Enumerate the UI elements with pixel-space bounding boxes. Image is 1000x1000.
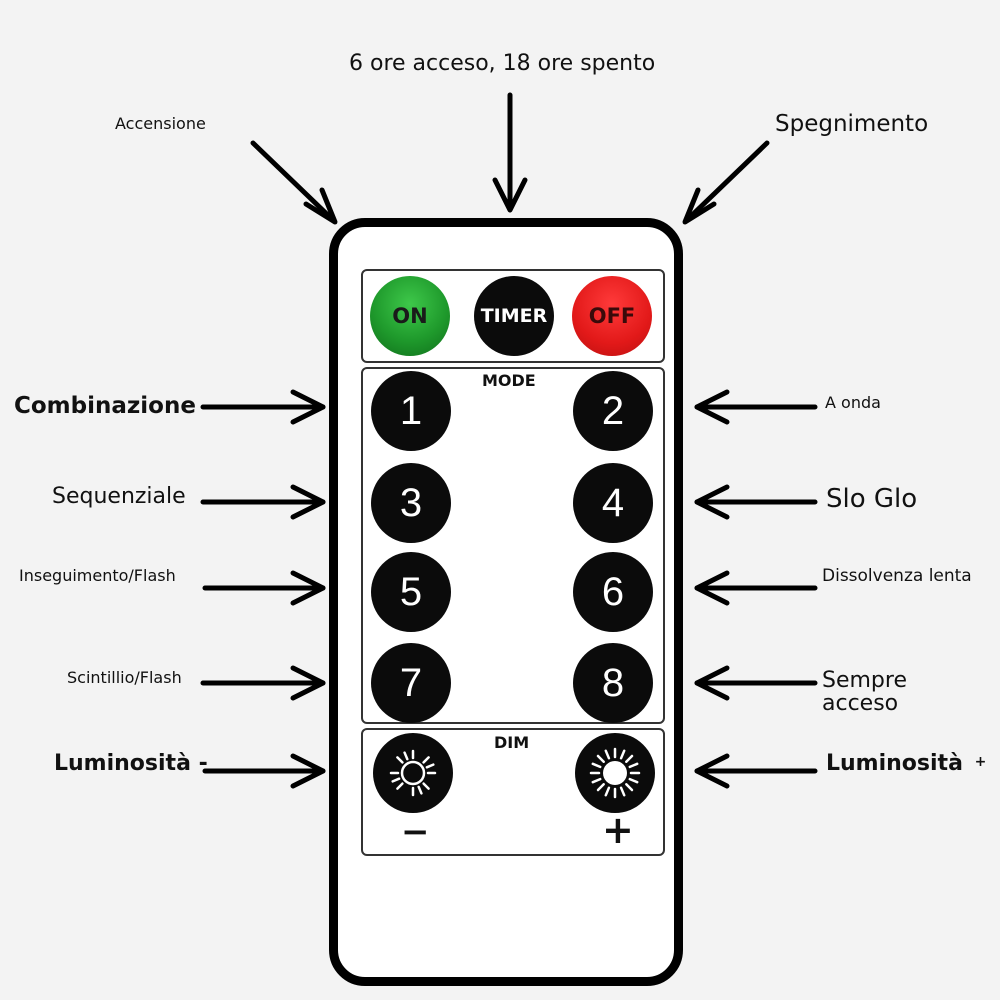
timer-callout-label: 6 ore acceso, 18 ore spento <box>349 51 656 76</box>
arrow-icon-mode7 <box>200 665 326 701</box>
dim-minus-label: Luminosità - <box>54 751 208 776</box>
dim-plus-label-text: Luminosità <box>826 751 963 776</box>
arrow-icon-on <box>250 140 338 225</box>
mode-title: MODE <box>482 371 536 390</box>
timer-button[interactable]: TIMER <box>474 276 554 356</box>
mode-button-3[interactable]: 3 <box>371 463 451 543</box>
on-callout-label: Accensione <box>115 114 206 133</box>
dim-minus-button[interactable] <box>373 733 453 813</box>
off-callout-label: Spegnimento <box>775 111 929 137</box>
mode2-label: A onda <box>825 393 881 412</box>
dim-title: DIM <box>494 733 530 752</box>
arrow-icon-mode4 <box>694 484 818 520</box>
dim-plus-label-mark: + <box>974 754 987 770</box>
mode8-label-line1: Sempre <box>822 668 907 693</box>
mode8-label-line2: acceso <box>822 691 899 717</box>
mode6-label: Dissolvenza lenta <box>822 566 972 586</box>
mode1-label: Combinazione <box>14 393 196 419</box>
mode8-label: Sempre acceso <box>822 669 907 715</box>
off-button[interactable]: OFF <box>572 276 652 356</box>
remote-control: ON TIMER OFF MODE 1 2 3 4 5 6 7 8 DIM <box>329 218 683 986</box>
dim-plus-button[interactable] <box>575 733 655 813</box>
mode-button-8[interactable]: 8 <box>573 643 653 723</box>
sun-outline-icon <box>389 749 437 797</box>
mode5-label: Inseguimento/Flash <box>19 566 176 585</box>
mode7-label: Scintillio/Flash <box>67 668 182 687</box>
mode-button-7[interactable]: 7 <box>371 643 451 723</box>
arrow-icon-off <box>682 140 770 225</box>
arrow-icon-mode5 <box>202 570 326 606</box>
dim-minus-sign: − <box>401 812 430 852</box>
mode-button-4[interactable]: 4 <box>573 463 653 543</box>
dim-plus-sign: + <box>602 808 634 852</box>
mode-button-1[interactable]: 1 <box>371 371 451 451</box>
mode-button-5[interactable]: 5 <box>371 552 451 632</box>
sun-filled-icon <box>589 747 641 799</box>
arrow-icon-mode8 <box>694 665 818 701</box>
dim-plus-label: Luminosità + <box>826 752 986 775</box>
mode-button-2[interactable]: 2 <box>573 371 653 451</box>
arrow-icon-mode1 <box>200 389 326 425</box>
mode4-label: Slo Glo <box>826 484 918 514</box>
arrow-icon-dim-minus <box>202 753 326 789</box>
on-button[interactable]: ON <box>370 276 450 356</box>
arrow-icon-dim-plus <box>694 753 818 789</box>
mode-button-6[interactable]: 6 <box>573 552 653 632</box>
power-panel: ON TIMER OFF <box>361 269 665 363</box>
arrow-icon-timer <box>492 92 528 213</box>
arrow-icon-mode3 <box>200 484 326 520</box>
mode-panel: MODE 1 2 3 4 5 6 7 8 <box>361 367 665 724</box>
dim-panel: DIM <box>361 728 665 856</box>
arrow-icon-mode6 <box>694 570 818 606</box>
mode3-label: Sequenziale <box>52 484 186 509</box>
arrow-icon-mode2 <box>694 389 818 425</box>
